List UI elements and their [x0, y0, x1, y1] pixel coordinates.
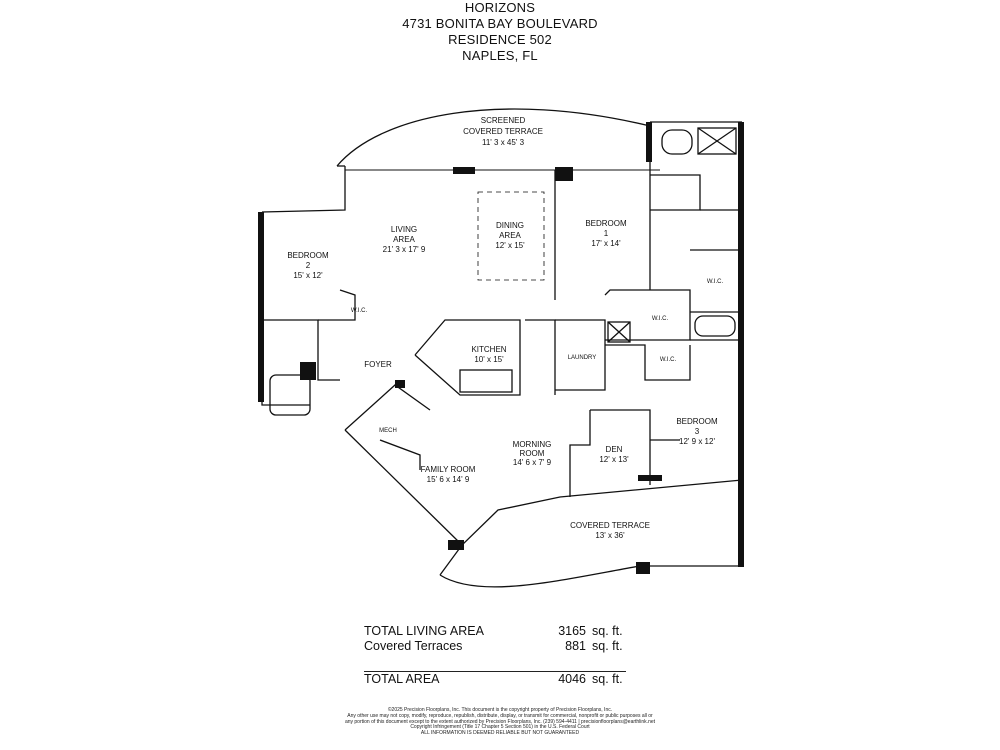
copyright-notice: ©2025 Precision Floorplans, Inc. This do… — [0, 707, 1000, 737]
laundry-name: LAUNDRY — [568, 355, 597, 361]
covered-terrace-railing — [439, 565, 641, 588]
bedroom3-name2: 3 — [695, 427, 700, 436]
den-dims: 12' x 13' — [599, 455, 629, 464]
bedroom3-dims: 12' 9 x 12' — [679, 437, 715, 446]
wic-master: W.I.C. — [707, 279, 724, 285]
dining-name2: AREA — [499, 231, 521, 240]
morning-room-name1: MORNING — [513, 440, 552, 449]
dining-outline — [477, 191, 545, 281]
family-room-name: FAMILY ROOM — [421, 465, 476, 474]
living-dims: 21' 3 x 17' 9 — [383, 245, 426, 254]
bedroom2-name1: BEDROOM — [287, 251, 329, 260]
bedroom1-name1: BEDROOM — [585, 219, 627, 228]
copyright-line4: Copyright Infringement (Title 17 Chapter… — [410, 724, 590, 731]
city-state: NAPLES, FL — [462, 48, 538, 63]
den-name: DEN — [606, 445, 623, 454]
copyright-line2: Any other use may not copy, modify, repr… — [347, 712, 653, 719]
foyer-name: FOYER — [364, 360, 392, 369]
total-living-row: TOTAL LIVING AREA 3165 sq. ft. — [364, 624, 629, 639]
kitchen-name: KITCHEN — [471, 345, 506, 354]
exterior-wall-north — [261, 166, 346, 213]
bedroom1-dims: 17' x 14' — [591, 239, 621, 248]
total-area-value: 4046 — [558, 672, 586, 686]
copyright-line5: ALL INFORMATION IS DEEMED RELIABLE BUT N… — [420, 730, 580, 737]
bedroom2-dims: 15' x 12' — [293, 271, 323, 280]
kitchen-island — [459, 369, 513, 393]
terrace-label: Covered Terraces — [364, 639, 463, 653]
morning-room-dims: 14' 6 x 7' 9 — [513, 458, 552, 467]
totals-divider — [364, 671, 626, 672]
copyright-line1: ©2025 Precision Floorplans, Inc. This do… — [387, 707, 613, 713]
terrace-value: 881 — [565, 639, 586, 653]
plan-header: HORIZONS 4731 BONITA BAY BOULEVARD RESID… — [0, 0, 1000, 64]
wic-bedroom3: W.I.C. — [660, 357, 677, 363]
dining-name1: DINING — [496, 221, 524, 230]
living-name2: AREA — [393, 235, 415, 244]
total-area-unit: sq. ft. — [592, 672, 623, 686]
kitchen-dims: 10' x 15' — [474, 355, 504, 364]
area-totals: TOTAL LIVING AREA 3165 sq. ft. Covered T… — [364, 624, 629, 687]
tub-bath3 — [694, 315, 736, 337]
screened-terrace-name1: SCREENED — [481, 116, 526, 125]
total-living-unit: sq. ft. — [592, 624, 623, 638]
terrace-row: Covered Terraces 881 sq. ft. — [364, 639, 629, 654]
total-area-row: TOTAL AREA 4046 sq. ft. — [364, 672, 629, 687]
living-name1: LIVING — [391, 225, 417, 234]
covered-terrace-dims: 13' x 36' — [595, 531, 625, 540]
screened-terrace-dims: 11' 3 x 45' 3 — [482, 138, 525, 147]
bedroom3-name1: BEDROOM — [676, 417, 718, 426]
tub-master — [661, 129, 693, 155]
shower-bed2 — [269, 374, 311, 416]
covered-terrace-name: COVERED TERRACE — [570, 521, 650, 530]
total-living-value: 3165 — [558, 624, 586, 638]
family-room-dims: 15' 6 x 14' 9 — [427, 475, 470, 484]
bedroom2-name2: 2 — [306, 261, 311, 270]
street-address: 4731 BONITA BAY BOULEVARD — [402, 16, 598, 31]
screened-terrace-railing — [336, 108, 651, 167]
terrace-unit: sq. ft. — [592, 639, 623, 653]
bedroom1-name2: 1 — [604, 229, 609, 238]
shower-master — [697, 127, 737, 155]
laundry-box — [607, 321, 631, 343]
residence-number: RESIDENCE 502 — [448, 32, 552, 47]
copyright-line3: any portion of this document except to t… — [344, 718, 656, 725]
total-living-label: TOTAL LIVING AREA — [364, 624, 484, 638]
wic-hall: W.I.C. — [652, 316, 669, 322]
screened-terrace-name2: COVERED TERRACE — [463, 127, 543, 136]
mech-name: MECH — [379, 428, 397, 434]
wic-bedroom2: W.I.C. — [351, 308, 368, 314]
building-name: HORIZONS — [464, 0, 536, 15]
dining-dims: 12' x 15' — [495, 241, 525, 250]
morning-room-name2: ROOM — [520, 449, 545, 458]
total-area-label: TOTAL AREA — [364, 672, 440, 686]
